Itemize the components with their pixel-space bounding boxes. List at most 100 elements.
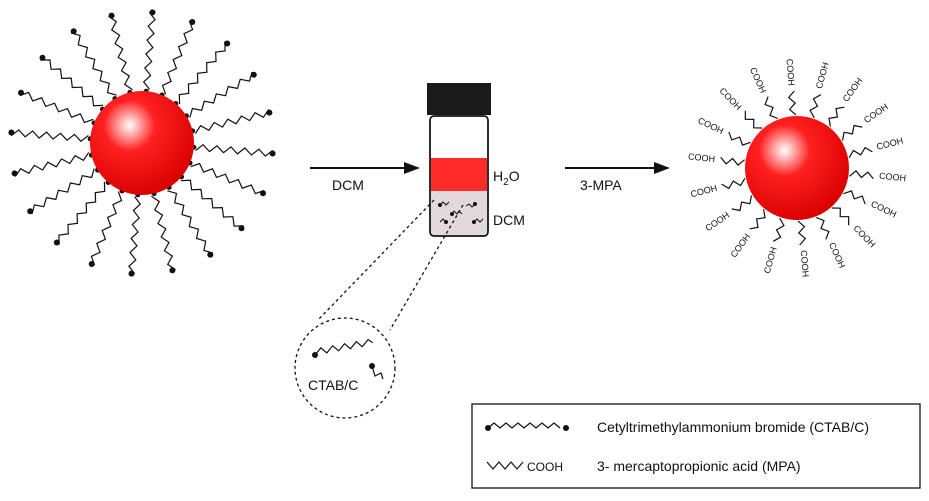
mpa-chain — [809, 94, 822, 119]
ctab-head-group — [11, 170, 18, 177]
zoom-callout: CTAB/C — [294, 199, 464, 419]
ctab-chain — [128, 196, 142, 275]
mpa-chain — [831, 207, 850, 226]
ctab-chain — [151, 195, 176, 271]
ctab-chain — [31, 168, 95, 215]
legend-ctab-symbol — [485, 422, 569, 431]
ctab-head-group — [128, 270, 135, 277]
legend-box — [471, 403, 921, 489]
mpa-chain — [731, 195, 753, 212]
zoom-line-right — [389, 204, 464, 331]
mpa-chain — [749, 209, 766, 230]
cooh-label: COOH — [879, 171, 907, 184]
zoom-label: CTAB/C — [308, 377, 358, 393]
cooh-label: COOH — [688, 151, 716, 164]
ctab-chain — [14, 152, 90, 177]
mpa-chain — [720, 156, 745, 166]
cooh-label: COOH — [690, 183, 719, 199]
zoom-line-left — [317, 199, 435, 321]
ctab-head-group — [207, 251, 214, 258]
ctab-head-group — [108, 12, 115, 19]
ctab-chain — [40, 59, 104, 107]
ctab-head-group — [53, 239, 60, 246]
ctab-chain — [189, 71, 253, 118]
ctab-chain — [19, 91, 94, 124]
mpa-chain — [721, 177, 746, 190]
mpa-chain — [841, 124, 863, 141]
ctab-chain — [10, 129, 89, 143]
zoom-ctab-chain — [314, 338, 374, 356]
ctab-chain — [90, 191, 123, 266]
cooh-label: COOH — [728, 232, 752, 260]
cooh-label: COOH — [762, 246, 779, 275]
cooh-label: COOH — [785, 58, 797, 86]
ctab-head-group — [39, 54, 46, 61]
mpa-chain — [728, 131, 751, 146]
cooh-label: COOH — [827, 241, 847, 270]
arrow-dcm: DCM — [310, 162, 420, 193]
ctab-chain — [194, 109, 270, 134]
mpa-chain — [787, 90, 797, 116]
mpa-coated-nanoparticle: COOHCOOHCOOHCOOHCOOHCOOHCOOHCOOHCOOHCOOH… — [688, 58, 907, 277]
cooh-label: COOH — [696, 115, 725, 136]
mpa-chain — [744, 110, 763, 129]
ctab-chain — [108, 15, 133, 91]
cooh-label: COOH — [851, 223, 877, 249]
mpa-chain — [843, 190, 866, 205]
legend-mpa-symbol — [486, 461, 524, 470]
ctab-chain — [58, 181, 106, 245]
water-layer — [431, 158, 487, 191]
ctab-head-group — [70, 28, 77, 35]
ctab-head-group — [250, 71, 257, 78]
mpa-chain — [848, 146, 873, 159]
arrow-3mpa-label: 3-MPA — [580, 177, 622, 193]
legend-mpa-cooh: COOH — [527, 460, 563, 474]
mpa-chain — [772, 217, 785, 242]
cooh-label: COOH — [841, 76, 865, 104]
arrow-3mpa: 3-MPA — [565, 162, 670, 193]
ctab-head-group — [189, 19, 196, 25]
dcm-label: DCM — [493, 212, 525, 228]
ctab-head-group — [269, 150, 276, 157]
ctab-chain — [167, 190, 214, 254]
cooh-label: COOH — [703, 210, 731, 233]
mpa-chain — [849, 170, 874, 180]
ctab-head-group — [149, 9, 156, 16]
nanoparticle-right — [745, 116, 849, 220]
ctab-chain — [178, 41, 226, 105]
mpa-chain — [764, 96, 779, 120]
vial: H2O DCM — [427, 83, 525, 237]
ctab-chain — [142, 11, 156, 90]
cooh-label: COOH — [876, 136, 905, 152]
cooh-label: COOH — [869, 199, 898, 220]
ctab-head-group — [27, 208, 34, 215]
ctab-head-group — [88, 261, 95, 267]
arrow-dcm-label: DCM — [332, 177, 364, 193]
ctab-chain — [180, 179, 244, 227]
ctab-head-group — [169, 267, 176, 274]
cooh-label: COOH — [799, 250, 811, 278]
ctab-head-group — [224, 40, 231, 47]
cooh-label: COOH — [862, 102, 890, 125]
cooh-label: COOH — [748, 66, 768, 95]
ctab-head-group — [8, 129, 15, 136]
ctab-chain — [70, 32, 117, 96]
mpa-chain — [797, 220, 807, 246]
zoom-circle — [294, 317, 396, 419]
cooh-label: COOH — [717, 86, 743, 112]
water-label: H2O — [493, 168, 520, 188]
ctab-coated-nanoparticle — [8, 9, 276, 277]
vial-cap — [427, 83, 491, 115]
nanoparticle-left — [90, 91, 194, 195]
ctab-head-group — [238, 225, 245, 232]
legend-mpa-text: 3- mercaptopropionic acid (MPA) — [597, 458, 801, 474]
zoom-short-chain — [371, 365, 384, 380]
legend: Cetyltrimethylammonium bromide (CTAB/C) … — [471, 403, 921, 489]
ctab-head-group — [260, 190, 266, 197]
ctab-head-group — [266, 109, 273, 116]
cooh-label: COOH — [814, 61, 831, 90]
legend-ctab-text: Cetyltrimethylammonium bromide (CTAB/C) — [597, 419, 869, 435]
ctab-chain — [161, 20, 194, 95]
